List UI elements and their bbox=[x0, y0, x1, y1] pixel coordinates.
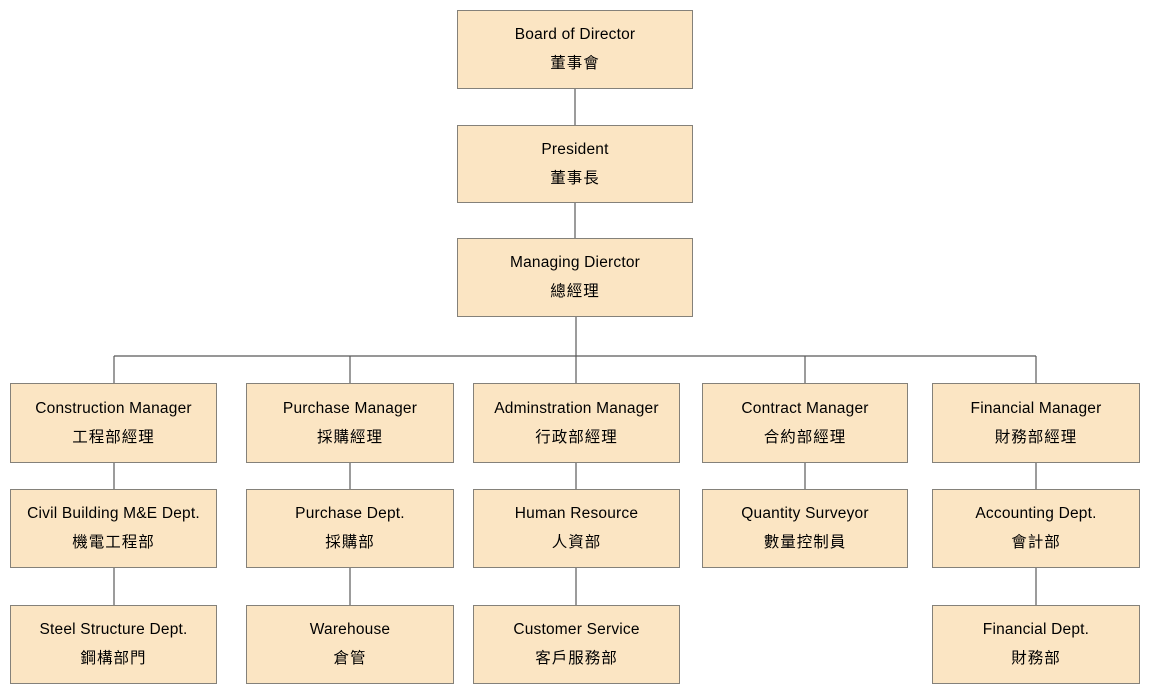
org-node-steel-structure-dept: Steel Structure Dept. 鋼構部門 bbox=[10, 605, 217, 684]
org-node-customer-service: Customer Service 客戶服務部 bbox=[473, 605, 680, 684]
node-title-zh: 董事長 bbox=[550, 169, 600, 187]
org-node-human-resource: Human Resource 人資部 bbox=[473, 489, 680, 568]
node-title-zh: 倉管 bbox=[333, 650, 367, 667]
node-title-en: Warehouse bbox=[309, 621, 391, 638]
node-title-zh: 採購經理 bbox=[316, 428, 383, 446]
node-title-zh: 人資部 bbox=[551, 534, 602, 551]
node-title-en: Construction Manager bbox=[35, 399, 192, 417]
org-node-accounting-dept: Accounting Dept. 會計部 bbox=[932, 489, 1140, 568]
node-title-en: Contract Manager bbox=[741, 399, 869, 417]
node-title-zh: 合約部經理 bbox=[763, 428, 847, 446]
node-title-en: President bbox=[541, 140, 609, 158]
org-node-financial-manager: Financial Manager 財務部經理 bbox=[932, 383, 1140, 463]
node-title-zh: 工程部經理 bbox=[72, 428, 155, 446]
node-title-zh: 鋼構部門 bbox=[80, 650, 147, 667]
node-title-zh: 客戶服務部 bbox=[535, 650, 618, 667]
org-node-financial-dept: Financial Dept. 財務部 bbox=[932, 605, 1140, 684]
node-title-en: Accounting Dept. bbox=[975, 505, 1097, 522]
node-title-zh: 董事會 bbox=[550, 55, 600, 72]
node-title-en: Human Resource bbox=[514, 505, 639, 522]
node-title-zh: 財務部經理 bbox=[994, 428, 1078, 446]
node-title-zh: 會計部 bbox=[1011, 534, 1061, 551]
node-title-en: Purchase Dept. bbox=[295, 505, 405, 522]
node-title-en: Managing Dierctor bbox=[509, 254, 641, 271]
node-title-en: Financial Manager bbox=[970, 399, 1102, 417]
org-node-purchase-manager: Purchase Manager 採購經理 bbox=[246, 383, 454, 463]
org-node-quantity-surveyor: Quantity Surveyor 數量控制員 bbox=[702, 489, 908, 568]
node-title-en: Board of Director bbox=[514, 26, 636, 43]
node-title-en: Financial Dept. bbox=[982, 621, 1090, 638]
node-title-en: Purchase Manager bbox=[282, 399, 418, 417]
org-node-administration-manager: Adminstration Manager 行政部經理 bbox=[473, 383, 680, 463]
org-node-purchase-dept: Purchase Dept. 採購部 bbox=[246, 489, 454, 568]
node-title-zh: 機電工程部 bbox=[72, 534, 155, 551]
node-title-zh: 財務部 bbox=[1011, 650, 1061, 667]
node-title-zh: 數量控制員 bbox=[763, 534, 847, 551]
org-node-contract-manager: Contract Manager 合約部經理 bbox=[702, 383, 908, 463]
org-node-construction-manager: Construction Manager 工程部經理 bbox=[10, 383, 217, 463]
node-title-zh: 採購部 bbox=[325, 534, 375, 551]
org-node-president: President 董事長 bbox=[457, 125, 693, 203]
org-node-warehouse: Warehouse 倉管 bbox=[246, 605, 454, 684]
node-title-en: Civil Building M&E Dept. bbox=[27, 505, 200, 522]
org-node-managing-director: Managing Dierctor 總經理 bbox=[457, 238, 693, 317]
node-title-zh: 總經理 bbox=[550, 283, 600, 300]
node-title-en: Customer Service bbox=[513, 621, 640, 638]
node-title-en: Quantity Surveyor bbox=[741, 505, 869, 522]
org-node-board-of-director: Board of Director 董事會 bbox=[457, 10, 693, 89]
org-node-civil-building-me-dept: Civil Building M&E Dept. 機電工程部 bbox=[10, 489, 217, 568]
node-title-en: Adminstration Manager bbox=[494, 399, 659, 417]
node-title-en: Steel Structure Dept. bbox=[39, 621, 188, 638]
node-title-zh: 行政部經理 bbox=[535, 428, 618, 446]
